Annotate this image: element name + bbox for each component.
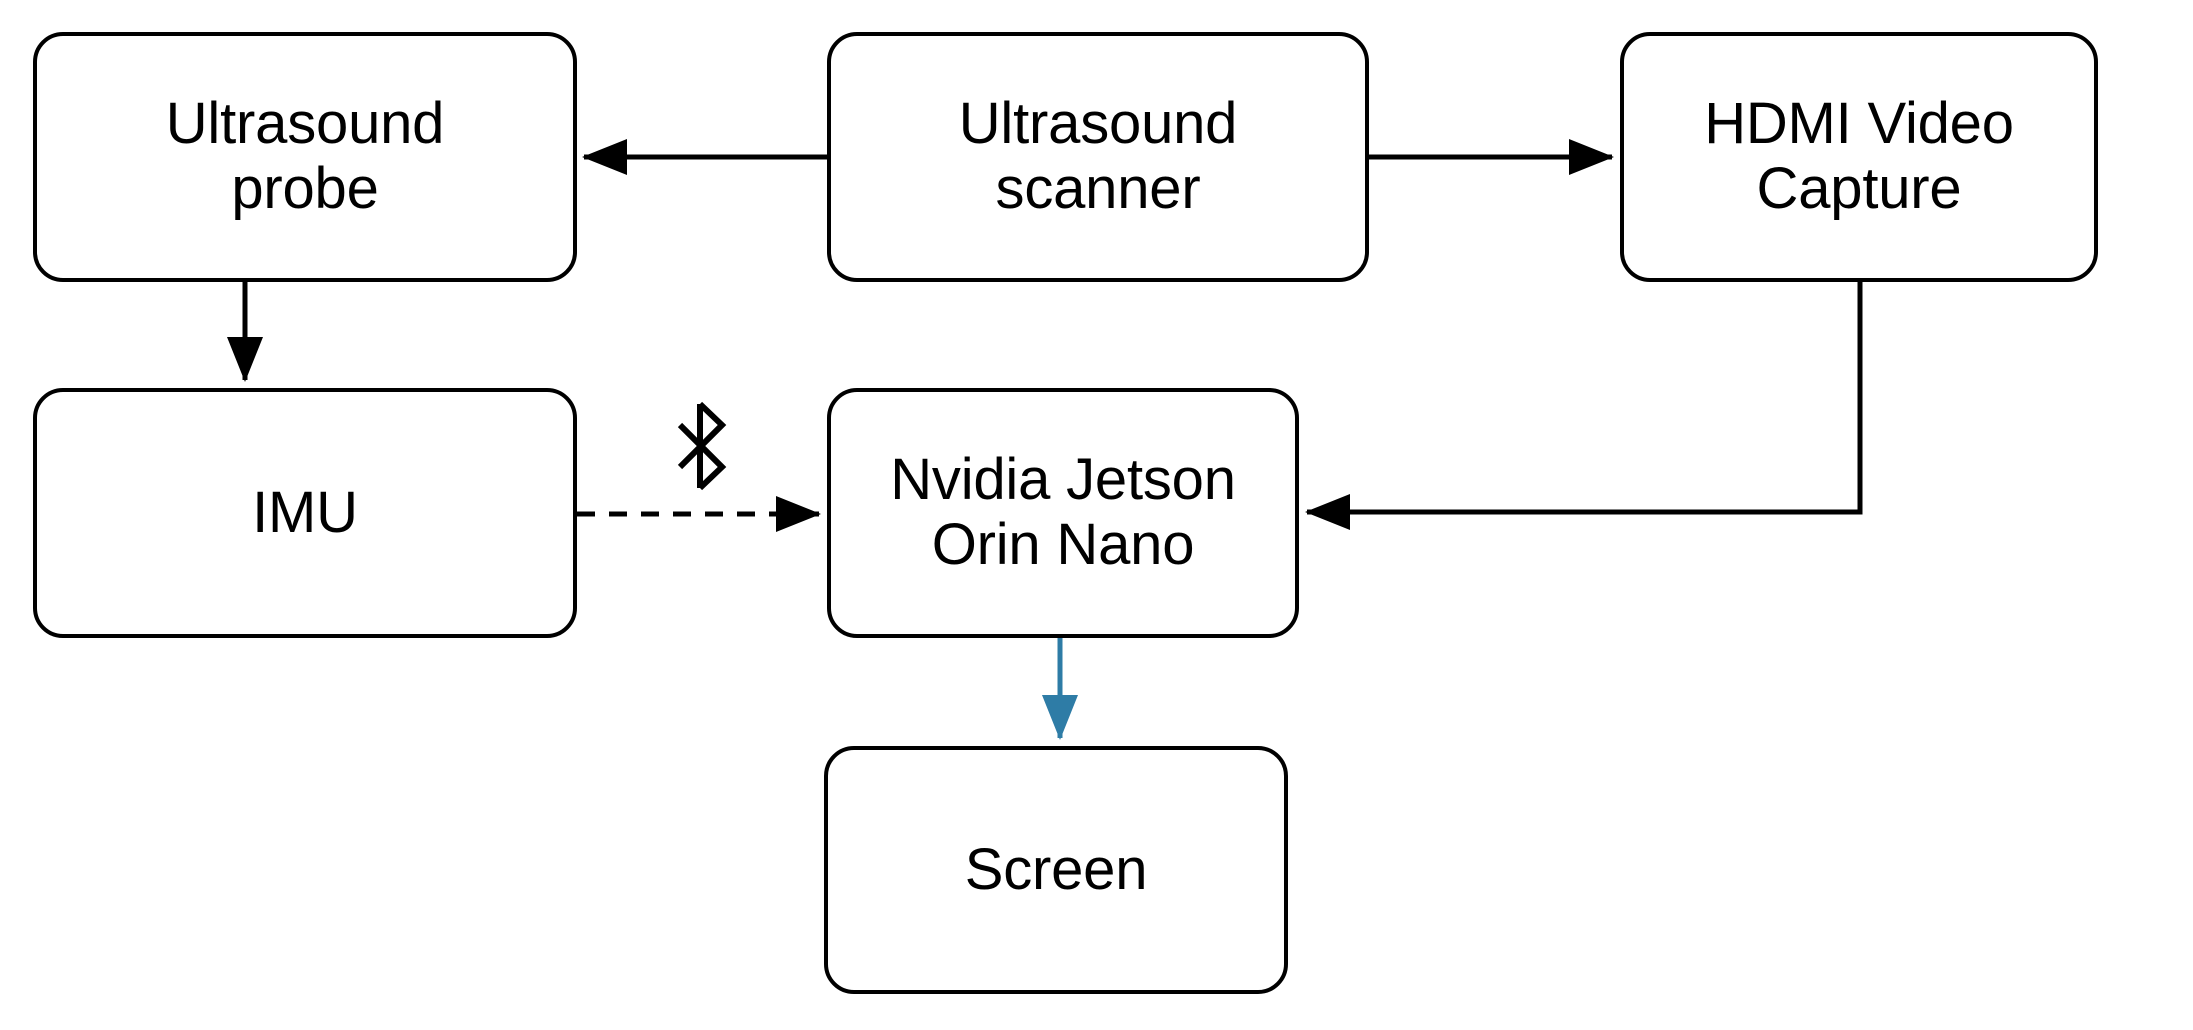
node-label-ultrasound-probe: Ultrasound probe	[165, 91, 445, 221]
node-imu[interactable]: IMU	[33, 388, 577, 638]
node-hdmi-video-capture[interactable]: HDMI Video Capture	[1620, 32, 2098, 282]
node-label-hdmi-video-capture: HDMI Video Capture	[1704, 91, 2014, 221]
node-ultrasound-probe[interactable]: Ultrasound probe	[33, 32, 577, 282]
edge-hdmi-to-jetson	[1305, 282, 1863, 530]
node-label-screen: Screen	[964, 836, 1148, 902]
node-label-nvidia-jetson-orin-nano: Nvidia Jetson Orin Nano	[890, 447, 1236, 577]
node-label-imu: IMU	[252, 479, 358, 545]
node-screen[interactable]: Screen	[824, 746, 1288, 994]
node-ultrasound-scanner[interactable]: Ultrasound scanner	[827, 32, 1369, 282]
node-nvidia-jetson-orin-nano[interactable]: Nvidia Jetson Orin Nano	[827, 388, 1299, 638]
bluetooth-icon	[677, 401, 727, 491]
node-label-ultrasound-scanner: Ultrasound scanner	[958, 91, 1238, 221]
